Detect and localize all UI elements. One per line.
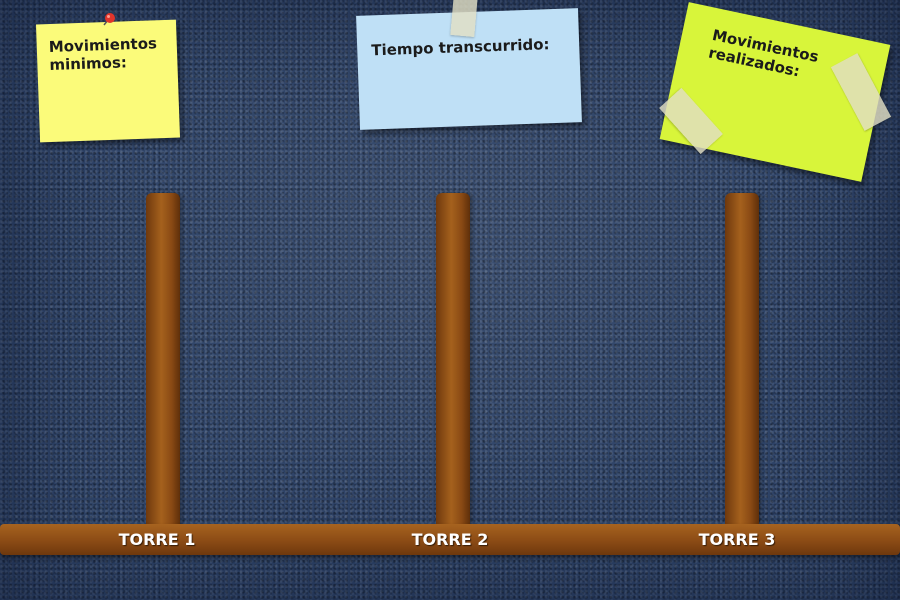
tower-2-peg[interactable]: [436, 193, 470, 526]
tower-2-label: TORRE 2: [411, 530, 489, 549]
tower-3-label: TORRE 3: [698, 530, 776, 549]
pushpin-icon: [103, 13, 115, 26]
tape-icon: [450, 0, 478, 37]
tower-1-peg[interactable]: [146, 193, 180, 526]
tower-3-peg[interactable]: [725, 193, 759, 526]
tower-1-label: TORRE 1: [118, 530, 196, 549]
min-moves-label-line2: minimos:: [49, 53, 128, 75]
min-moves-note: Movimientos minimos:: [35, 19, 181, 143]
elapsed-time-label: Tiempo transcurrido:: [370, 35, 550, 60]
tower-base: [0, 524, 900, 555]
